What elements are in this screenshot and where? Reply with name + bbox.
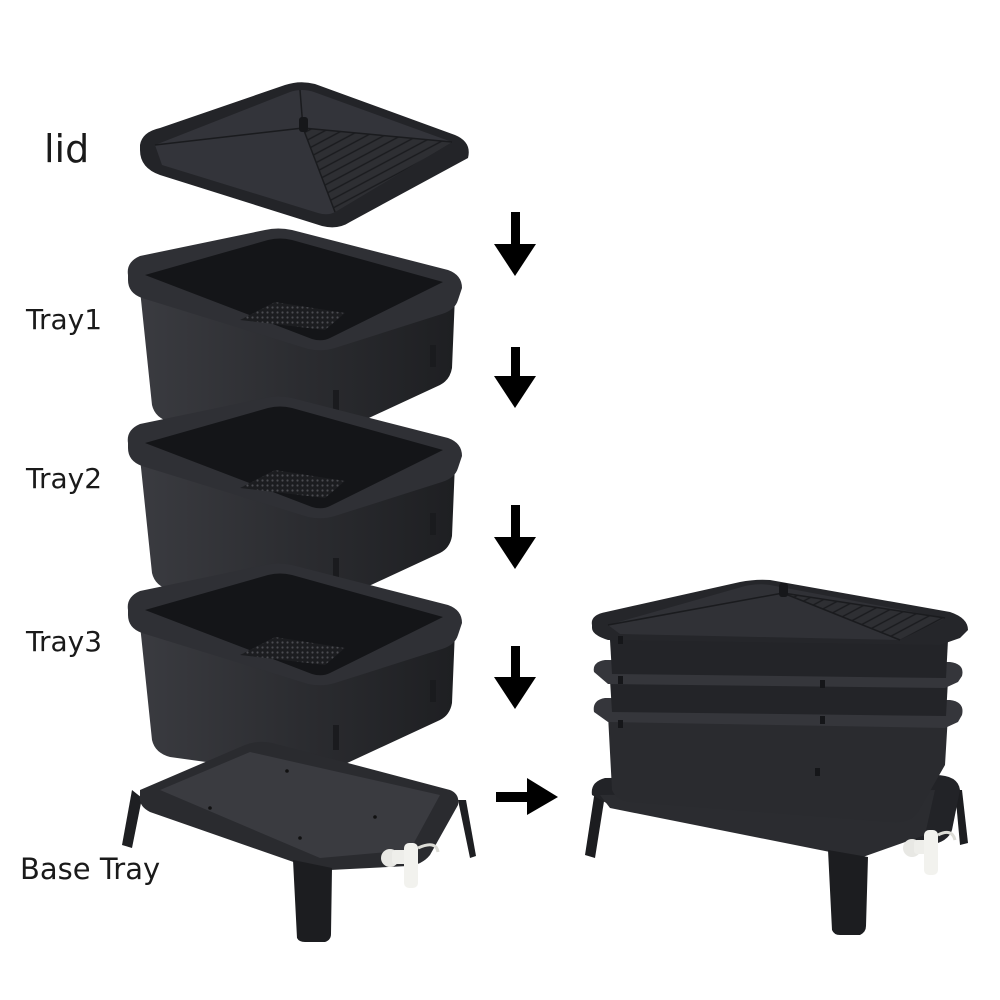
label-tray1: Tray1 (26, 303, 103, 336)
tray2-part (127, 396, 462, 609)
arrow-down-icon (494, 212, 536, 276)
base-tray-part (122, 741, 476, 942)
label-tray3: Tray3 (26, 625, 103, 658)
lid-part (140, 82, 469, 228)
assembled-bin (585, 579, 968, 935)
arrow-down-icon (494, 505, 536, 569)
label-tray2: Tray2 (26, 462, 103, 495)
tray1-part (127, 228, 462, 441)
spigot-icon (381, 843, 440, 888)
label-base-tray: Base Tray (20, 852, 161, 886)
arrow-down-icon (494, 347, 536, 408)
spigot-icon (903, 830, 957, 875)
arrow-down-icon (494, 646, 536, 709)
arrow-right-icon (496, 778, 558, 815)
label-lid: lid (44, 127, 90, 171)
tray3-part (127, 563, 462, 776)
